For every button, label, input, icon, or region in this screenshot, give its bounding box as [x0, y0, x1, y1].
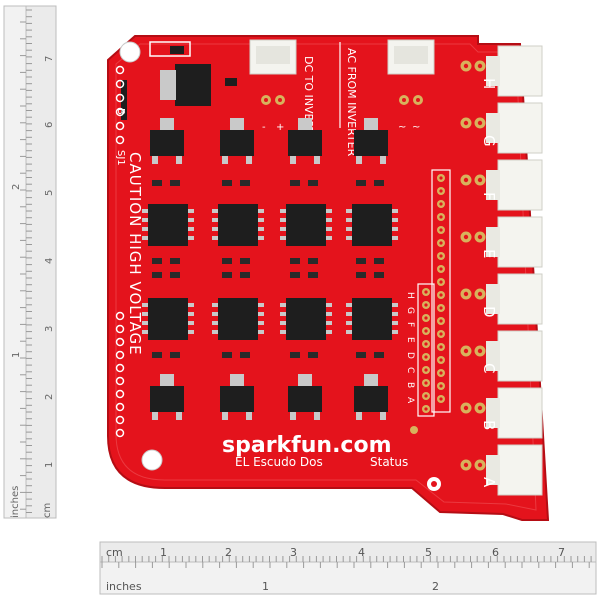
- channel-letter-c: C: [480, 363, 498, 373]
- vruler-cm-5: 5: [44, 190, 55, 196]
- minus-label: -: [262, 122, 266, 133]
- hruler-cm-label: cm: [106, 546, 123, 559]
- hruler-cm-1: 1: [160, 546, 167, 559]
- triac-bottom-1: [220, 374, 254, 420]
- ac-label: AC FROM INVERTER: [345, 48, 358, 157]
- ac-connector: ~ ~: [387, 39, 435, 133]
- header-letter-a: A: [405, 397, 415, 404]
- channel-connectors: H G F E D C B A: [460, 45, 543, 496]
- pad-b-label: B: [115, 108, 126, 115]
- vruler-cm-3: 3: [44, 326, 55, 332]
- product-label: EL Escudo Dos: [235, 455, 323, 469]
- hruler-cm-6: 6: [492, 546, 499, 559]
- status-led: [410, 426, 418, 434]
- brand-label: sparkfun.com: [222, 433, 392, 458]
- channel-letter-f: F: [480, 192, 498, 201]
- arduino-header: H G F E D C B A: [405, 169, 451, 417]
- header-letter-b: B: [405, 382, 415, 388]
- hruler-inch-label: inches: [106, 580, 142, 593]
- vruler-cm-4: 4: [44, 258, 55, 264]
- channel-e: E: [460, 216, 543, 268]
- hruler-cm-4: 4: [358, 546, 365, 559]
- horizontal-ruler: cm inches 1 2 3 4 5 6 7 1 2: [99, 541, 597, 595]
- status-label: Status: [370, 455, 408, 469]
- triac-bottom-2: [288, 374, 322, 420]
- channel-letter-a: A: [480, 477, 498, 488]
- component-grid: [115, 65, 398, 438]
- channel-c: C: [460, 330, 543, 382]
- channel-letter-e: E: [480, 249, 498, 258]
- header-letter-h: H: [405, 292, 415, 299]
- optoisolator-a-1: [212, 204, 264, 246]
- mount-hole-bottom: [141, 449, 163, 471]
- triac-top-1: [220, 118, 254, 164]
- triac-bottom-0: [150, 374, 184, 420]
- vruler-inch-label: inches: [10, 486, 21, 518]
- channel-b: B: [460, 387, 543, 439]
- sj1-label: SJ1: [115, 150, 126, 166]
- vruler-inch-1: 1: [11, 352, 22, 358]
- channel-letter-b: B: [480, 420, 498, 430]
- plus-label: +: [276, 122, 284, 133]
- channel-letter-d: D: [480, 306, 498, 318]
- hruler-inch-2: 2: [432, 580, 439, 593]
- triac-top-2: [288, 118, 322, 164]
- header-letter-c: C: [405, 367, 415, 373]
- hruler-cm-3: 3: [290, 546, 297, 559]
- mount-hole-top: [119, 41, 141, 63]
- optoisolator-b-1: [212, 298, 264, 340]
- channel-h: H: [460, 45, 543, 97]
- channel-g: G: [460, 102, 543, 154]
- tilde-label-2: ~: [412, 122, 420, 133]
- channel-letter-g: G: [480, 135, 498, 147]
- hruler-inch-1: 1: [262, 580, 269, 593]
- header-letter-f: F: [405, 322, 415, 327]
- vruler-inch-2: 2: [11, 184, 22, 190]
- vruler-cm-2: 2: [44, 394, 55, 400]
- header-letter-g: G: [405, 307, 415, 314]
- optoisolator-a-2: [280, 204, 332, 246]
- caution-label: CAUTION HIGH VOLTAGE: [126, 152, 144, 356]
- optoisolator-b-0: [142, 298, 194, 340]
- vruler-cm-7: 7: [44, 56, 55, 62]
- hruler-cm-7: 7: [558, 546, 565, 559]
- hruler-cm-5: 5: [425, 546, 432, 559]
- header-letter-d: D: [405, 352, 415, 359]
- optoisolator-b-2: [280, 298, 332, 340]
- triac-top-0: [150, 118, 184, 164]
- voltage-regulator: [175, 64, 211, 106]
- triac-bottom-3: [354, 374, 388, 420]
- channel-a: A: [460, 444, 543, 496]
- sparkfun-flame-icon: [427, 477, 441, 491]
- optoisolator-b-3: [346, 298, 398, 340]
- vruler-cm-6: 6: [44, 122, 55, 128]
- tilde-label-1: ~: [398, 122, 406, 133]
- el-escudo-board: CAUTION HIGH VOLTAGE SJ1 B - + ~ ~ DC TO…: [107, 35, 550, 521]
- vruler-cm-1: 1: [44, 462, 55, 468]
- optoisolator-a-3: [346, 204, 398, 246]
- channel-d: D: [460, 273, 543, 325]
- optoisolator-a-0: [142, 204, 194, 246]
- channel-letter-h: H: [480, 78, 498, 89]
- hruler-cm-2: 2: [225, 546, 232, 559]
- channel-f: F: [460, 159, 543, 211]
- vertical-ruler: inches cm 7 6 5 4 3 2 1 2 1: [3, 5, 57, 519]
- header-letter-e: E: [405, 337, 415, 343]
- vruler-cm-label: cm: [42, 503, 53, 518]
- triac-top-3: [354, 118, 388, 164]
- dc-connector: - +: [249, 39, 297, 133]
